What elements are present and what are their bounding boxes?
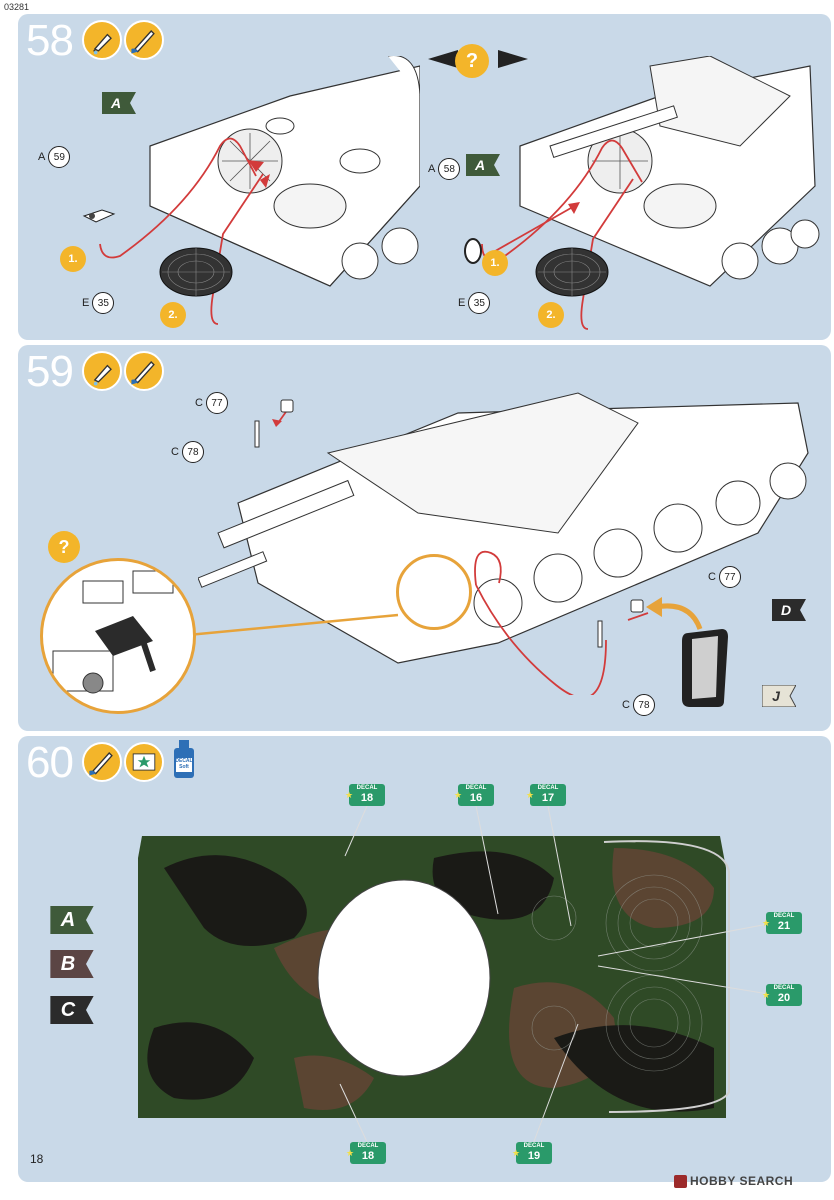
document-code: 03281 (4, 2, 30, 12)
zoom-lines (187, 613, 399, 637)
assembly-arrows-right (481, 139, 643, 330)
order-badge-2-right: 2. (538, 302, 564, 328)
mirror-part-drawing (682, 629, 728, 707)
variant-flag-b: B (48, 950, 96, 978)
assembly-arrows-left (99, 137, 270, 325)
watermark: HOBBY SEARCH (674, 1174, 793, 1189)
decal-leader-lines (339, 805, 769, 1145)
question-diamond (428, 42, 528, 76)
page-number: 18 (30, 1152, 44, 1166)
help-question-icon: ? (455, 44, 489, 78)
variant-flag-a: A (48, 906, 96, 934)
order-badge-1-right: 1. (482, 250, 508, 276)
glue-icon (82, 351, 122, 391)
orange-arrow (646, 597, 703, 630)
detail-target-circle (396, 554, 472, 630)
variant-flag-a: A (102, 92, 136, 114)
part-58-drawing (464, 238, 482, 264)
paint-brush-icon (124, 351, 164, 391)
part-35-grille-right (535, 247, 609, 297)
step-number: 60 (26, 738, 74, 787)
variant-flag-a-right: A (466, 154, 500, 176)
variant-flag-j: J (761, 684, 797, 708)
step-number: 59 (26, 347, 74, 396)
watermark-logo-icon (674, 1175, 687, 1189)
paint-brush-icon (124, 20, 164, 60)
part-59-drawing (82, 209, 116, 223)
decal-soft-bottle-icon: DECAL Soft (172, 740, 196, 780)
tank-front-view-drawing (198, 392, 809, 664)
step-number: 58 (26, 16, 74, 65)
part-77-drawing-right (630, 599, 644, 613)
part-77-drawing (280, 399, 294, 413)
variant-flag-c: C (48, 996, 96, 1024)
paint-brush-icon (82, 742, 122, 782)
order-badge-1: 1. (60, 246, 86, 272)
detail-zoom-circle (40, 558, 196, 714)
part-78-drawing (254, 420, 260, 448)
glue-icon (82, 20, 122, 60)
part-35-grille (159, 247, 233, 297)
order-badge-2: 2. (160, 302, 186, 328)
assembly-arrows (272, 408, 649, 695)
step-60-panel: 60 DECAL Soft A B C (18, 736, 831, 1182)
variant-flag-d: D (772, 599, 806, 621)
part-78-drawing-right (597, 620, 603, 648)
help-question-icon: ? (48, 531, 80, 563)
decal-sheet-icon (124, 742, 164, 782)
